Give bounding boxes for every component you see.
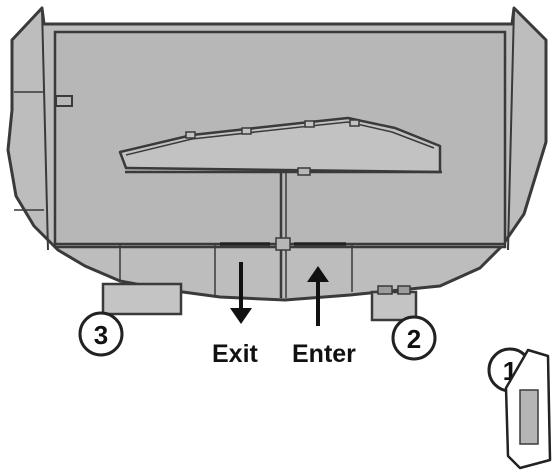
enter-label: Enter — [292, 340, 356, 368]
stretcher-clip-2 — [241, 127, 252, 135]
right-side-edge — [507, 7, 515, 251]
left-mirror-tab — [55, 95, 73, 107]
stretcher-clip-3 — [304, 120, 315, 128]
exit-label: Exit — [212, 340, 259, 368]
rear-wheel-right — [370, 290, 418, 322]
rear-wheel-right-hub-2 — [397, 285, 411, 295]
callout-3-number: 3 — [94, 320, 108, 350]
stretcher-clip-1 — [185, 131, 196, 139]
stretcher-inner — [125, 121, 435, 156]
callout-2-number: 2 — [407, 324, 421, 354]
rear-wheel-left — [101, 282, 183, 316]
callout-2-circle — [391, 315, 437, 361]
rear-wheel-right-hub — [377, 285, 393, 295]
stretcher — [118, 116, 442, 174]
divider-clip — [297, 167, 311, 176]
exit-arrow-head — [230, 308, 252, 324]
enter-arrow-head — [307, 266, 329, 282]
door-handle — [275, 237, 291, 251]
item-1-panel — [519, 389, 539, 445]
stretcher-clip-4 — [349, 119, 360, 127]
callout-3-circle — [78, 311, 124, 357]
left-side-edge — [41, 7, 49, 251]
